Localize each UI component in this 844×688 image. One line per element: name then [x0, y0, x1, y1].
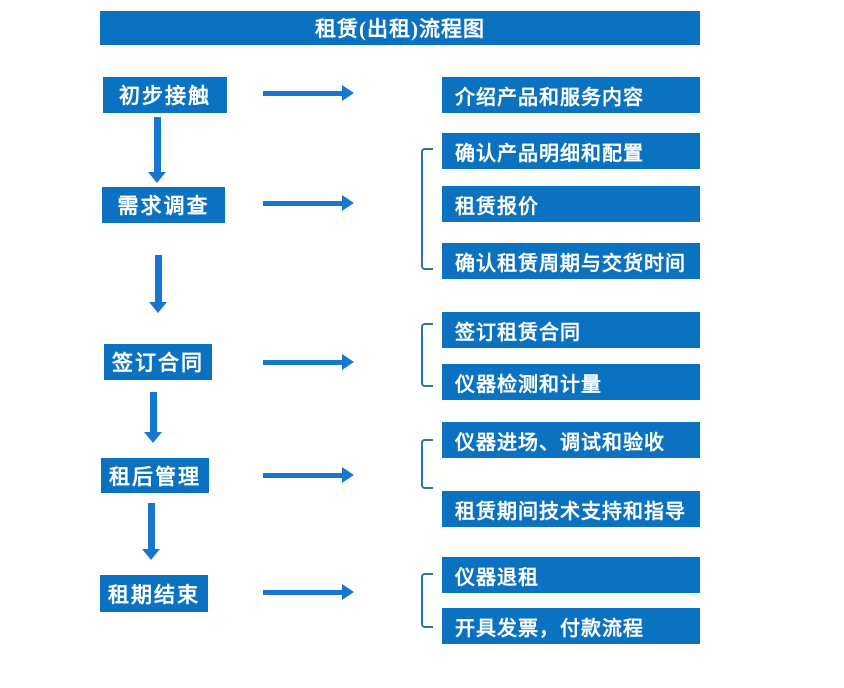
- arrow-right-icon: [263, 467, 354, 483]
- arrow-down-icon: [149, 255, 167, 313]
- detail-box-sign-rental-contract: 签订租赁合同: [442, 312, 700, 348]
- arrow-down-icon: [142, 503, 160, 560]
- arrow-line: [263, 90, 342, 96]
- stage-box-demand-survey: 需求调查: [102, 187, 225, 223]
- arrow-head: [342, 195, 354, 211]
- stage-box-rental-end: 租期结束: [100, 575, 208, 612]
- arrow-right-icon: [263, 85, 354, 101]
- detail-box-introduce-products-services: 介绍产品和服务内容: [442, 77, 700, 113]
- arrow-head: [342, 467, 354, 483]
- group-bracket-icon: [421, 323, 433, 387]
- arrow-right-icon: [263, 584, 354, 600]
- arrow-head: [342, 85, 354, 101]
- group-bracket-icon: [421, 439, 433, 489]
- arrow-down-icon: [144, 392, 162, 443]
- arrow-line: [263, 359, 342, 365]
- detail-box-instrument-return: 仪器退租: [442, 557, 700, 593]
- arrow-line: [153, 117, 161, 172]
- arrow-right-icon: [263, 354, 354, 370]
- arrow-line: [263, 200, 342, 206]
- arrow-line: [263, 589, 342, 595]
- stage-box-post-rental-management: 租后管理: [101, 458, 209, 493]
- arrow-down-icon: [148, 117, 166, 183]
- arrow-head: [342, 584, 354, 600]
- arrow-head: [142, 549, 160, 560]
- flowchart-title: 租赁(出租)流程图: [100, 11, 700, 45]
- arrow-head: [148, 172, 166, 183]
- arrow-head: [342, 354, 354, 370]
- detail-box-confirm-rental-period-delivery: 确认租赁周期与交货时间: [442, 243, 700, 279]
- group-bracket-icon: [421, 573, 433, 628]
- arrow-line: [263, 472, 342, 478]
- arrow-right-icon: [263, 195, 354, 211]
- arrow-line: [149, 392, 157, 432]
- arrow-head: [144, 432, 162, 443]
- group-bracket-icon: [421, 148, 433, 270]
- arrow-head: [149, 302, 167, 313]
- detail-box-technical-support-guidance: 租赁期间技术支持和指导: [442, 491, 700, 527]
- arrow-line: [154, 255, 162, 302]
- stage-box-sign-contract: 签订合同: [104, 344, 212, 380]
- detail-box-instrument-arrival-acceptance: 仪器进场、调试和验收: [442, 422, 700, 458]
- stage-box-initial-contact: 初步接触: [103, 77, 227, 113]
- detail-box-rental-quote: 租赁报价: [442, 186, 700, 222]
- detail-box-invoice-payment-process: 开具发票，付款流程: [442, 608, 700, 644]
- arrow-line: [147, 503, 155, 549]
- detail-box-confirm-product-details: 确认产品明细和配置: [442, 133, 700, 169]
- detail-box-instrument-testing-calibration: 仪器检测和计量: [442, 364, 700, 400]
